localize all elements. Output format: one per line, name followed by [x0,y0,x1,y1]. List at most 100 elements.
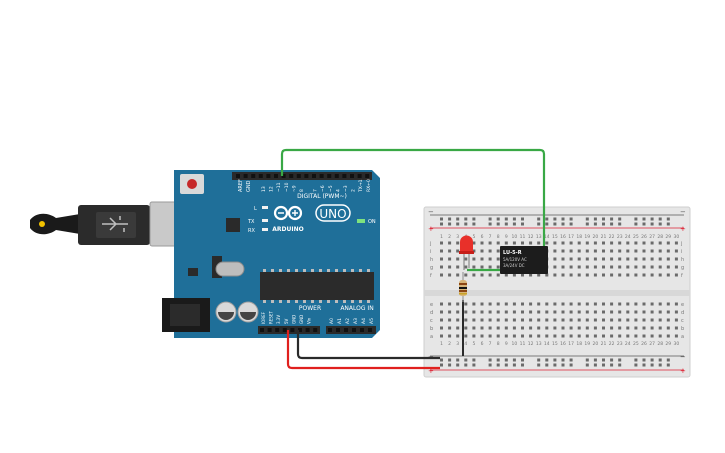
breadboard-hole[interactable] [642,265,646,269]
breadboard-hole[interactable] [577,326,581,330]
header-hole[interactable] [368,328,372,332]
breadboard-hole[interactable] [674,326,678,330]
breadboard-hole[interactable] [561,257,565,261]
breadboard-hole[interactable] [456,241,460,245]
breadboard-hole[interactable] [545,326,549,330]
header-hole[interactable] [282,328,287,332]
rail-hole[interactable] [634,363,638,367]
breadboard-hole[interactable] [553,310,557,314]
breadboard-hole[interactable] [456,249,460,253]
breadboard-hole[interactable] [666,265,670,269]
breadboard-hole[interactable] [448,318,452,322]
breadboard-hole[interactable] [642,334,646,338]
breadboard-hole[interactable] [521,318,524,322]
rail-hole[interactable] [642,358,646,362]
breadboard-hole[interactable] [448,302,452,306]
breadboard-hole[interactable] [650,265,654,269]
breadboard-hole[interactable] [529,273,533,277]
breadboard-hole[interactable] [553,249,557,253]
breadboard-hole[interactable] [496,249,500,253]
breadboard-hole[interactable] [577,257,581,261]
rail-hole[interactable] [561,363,565,367]
breadboard-hole[interactable] [448,326,452,330]
breadboard-hole[interactable] [553,318,557,322]
breadboard-hole[interactable] [448,241,452,245]
breadboard-hole[interactable] [561,241,565,245]
rail-hole[interactable] [472,358,476,362]
breadboard-hole[interactable] [553,273,557,277]
breadboard-hole[interactable] [634,273,638,277]
breadboard-hole[interactable] [488,318,492,322]
breadboard-hole[interactable] [610,318,614,322]
rail-hole[interactable] [456,222,460,226]
wire-black-gnd[interactable] [296,330,440,360]
breadboard-hole[interactable] [504,334,508,338]
header-hole[interactable] [298,328,302,332]
breadboard-hole[interactable] [602,273,605,277]
header-hole[interactable] [313,328,318,332]
breadboard-hole[interactable] [634,326,638,330]
breadboard-hole[interactable] [488,334,492,338]
breadboard-hole[interactable] [650,249,654,253]
breadboard-hole[interactable] [529,318,533,322]
rail-hole[interactable] [504,217,508,221]
rail-hole[interactable] [666,217,670,221]
rail-hole[interactable] [456,363,460,367]
breadboard-hole[interactable] [585,241,589,245]
breadboard-hole[interactable] [618,310,622,314]
header-hole[interactable] [236,174,240,178]
breadboard-hole[interactable] [569,273,573,277]
breadboard-hole[interactable] [650,302,654,306]
rail-hole[interactable] [553,358,557,362]
header-hole[interactable] [365,174,370,178]
breadboard-hole[interactable] [585,257,589,261]
breadboard-hole[interactable] [618,273,622,277]
rail-hole[interactable] [464,217,468,221]
breadboard-hole[interactable] [521,326,524,330]
rail-hole[interactable] [545,217,549,221]
rail-hole[interactable] [553,222,557,226]
breadboard-hole[interactable] [593,249,597,253]
wire-green-pin9-relay[interactable] [280,148,546,246]
breadboard-hole[interactable] [577,334,581,338]
breadboard-hole[interactable] [674,257,678,261]
breadboard-hole[interactable] [569,265,573,269]
breadboard-hole[interactable] [472,310,476,314]
rail-hole[interactable] [569,363,573,367]
rail-hole[interactable] [504,358,508,362]
breadboard-hole[interactable] [496,257,500,261]
breadboard-hole[interactable] [440,273,443,277]
breadboard-hole[interactable] [610,265,614,269]
rail-hole[interactable] [488,217,492,221]
breadboard-hole[interactable] [658,310,662,314]
rail-hole[interactable] [642,222,646,226]
breadboard-hole[interactable] [642,318,646,322]
breadboard-hole[interactable] [618,265,622,269]
rail-hole[interactable] [561,217,565,221]
breadboard-hole[interactable] [537,241,541,245]
breadboard-hole[interactable] [626,318,630,322]
rail-hole[interactable] [666,363,670,367]
breadboard-hole[interactable] [642,302,646,306]
breadboard-hole[interactable] [504,273,508,277]
breadboard-hole[interactable] [593,265,597,269]
rail-hole[interactable] [658,222,662,226]
breadboard-hole[interactable] [472,257,476,261]
breadboard-hole[interactable] [602,257,605,261]
breadboard-hole[interactable] [650,326,654,330]
breadboard-hole[interactable] [602,334,605,338]
rail-hole[interactable] [593,363,597,367]
breadboard-hole[interactable] [480,318,484,322]
breadboard-hole[interactable] [650,318,654,322]
header-hole[interactable] [344,328,348,332]
header-hole[interactable] [260,328,264,332]
breadboard-hole[interactable] [674,241,678,245]
breadboard-hole[interactable] [464,302,468,306]
breadboard-hole[interactable] [666,249,670,253]
breadboard-hole[interactable] [488,326,492,330]
header-hole[interactable] [360,328,364,332]
rail-hole[interactable] [521,358,524,362]
breadboard-hole[interactable] [642,326,646,330]
rail-hole[interactable] [537,363,541,367]
